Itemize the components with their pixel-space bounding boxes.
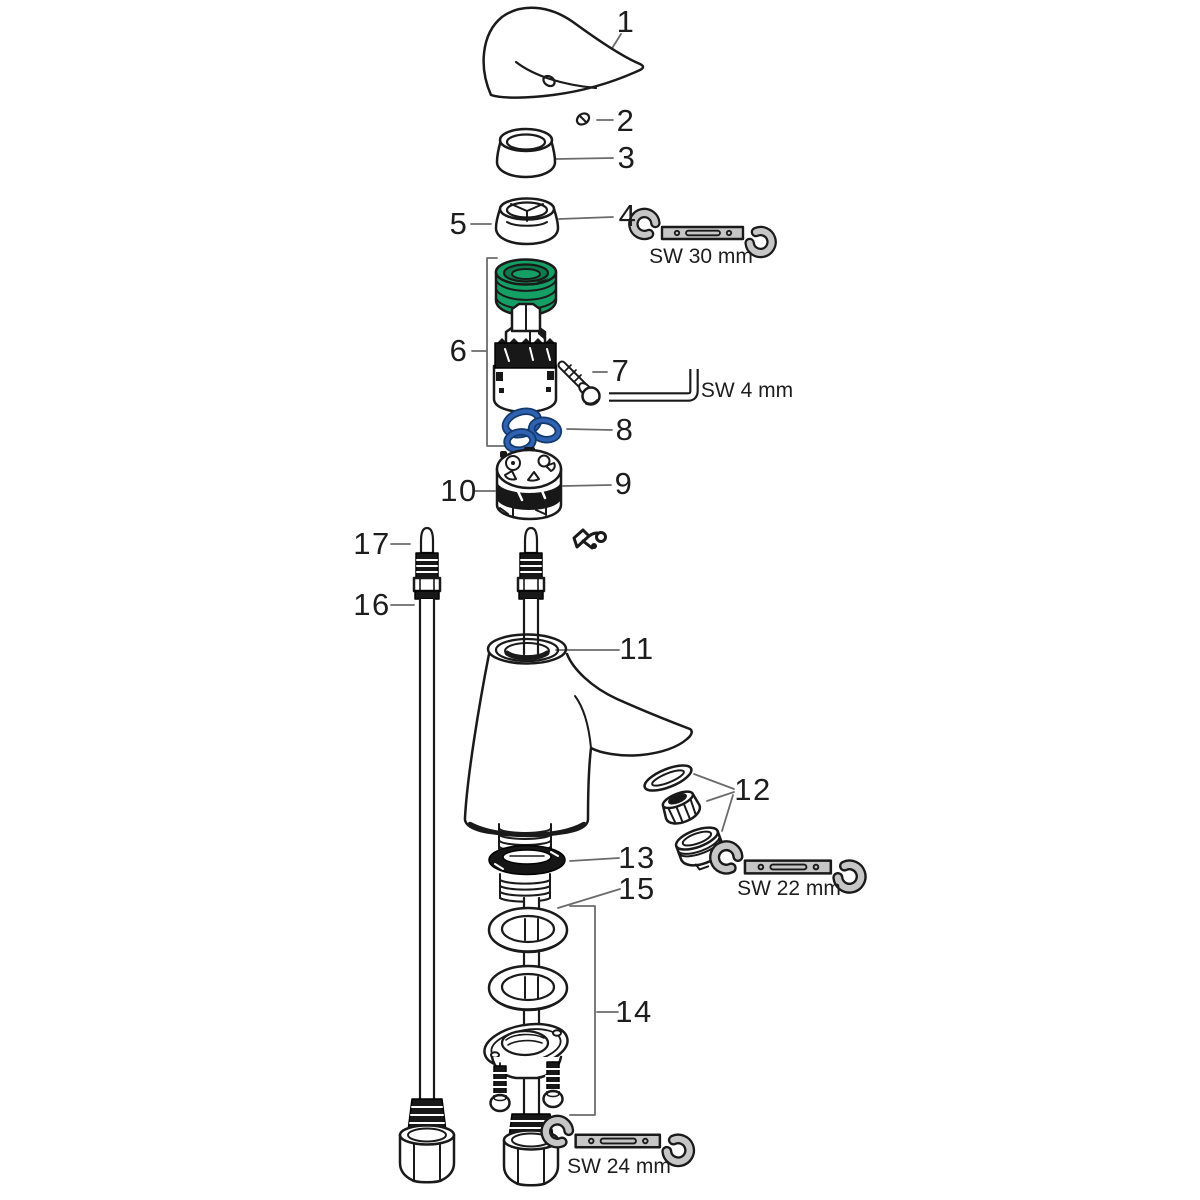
cartridge-nut-drawing — [494, 197, 560, 246]
callout-3: 3 — [617, 140, 637, 175]
tool-label-sw24: SW 24 mm — [567, 1155, 671, 1178]
tool-label-sw22: SW 22 mm — [737, 877, 841, 900]
callout-14: 14 — [615, 994, 653, 1029]
callout-12: 12 — [734, 772, 772, 807]
callout-15: 15 — [618, 871, 656, 906]
oring-set-drawing — [501, 407, 563, 454]
callout-13: 13 — [618, 840, 656, 875]
set-screw-drawing — [575, 112, 591, 126]
faucet-body-drawing — [463, 597, 693, 838]
center-hose-top-drawing — [516, 526, 546, 600]
callout-8: 8 — [615, 412, 635, 447]
screw-drawing — [557, 360, 601, 406]
callout-5: 5 — [449, 206, 469, 241]
cartridge-drawing — [492, 302, 558, 414]
allen-key-icon — [609, 369, 699, 402]
callout-1: 1 — [616, 4, 636, 39]
callout-9: 9 — [614, 466, 634, 501]
callout-2: 2 — [616, 103, 636, 138]
callout-7: 7 — [611, 353, 631, 388]
aerator-set-drawing — [643, 764, 725, 871]
callout-6: 6 — [449, 333, 469, 368]
tool-label-sw4: SW 4 mm — [700, 379, 794, 402]
cartridge-seal-drawing — [494, 258, 558, 317]
leader-lines — [390, 33, 735, 1116]
mounting-flange-drawing — [483, 1022, 569, 1113]
handle-ring-drawing — [495, 127, 557, 179]
shank-oring-drawing — [488, 823, 566, 903]
washer-top-drawing — [487, 906, 569, 954]
retaining-clip-drawing — [572, 528, 607, 550]
tool-label-sw30: SW 30 mm — [649, 245, 753, 268]
washer-bottom-drawing — [487, 964, 569, 1012]
callout-16: 16 — [353, 587, 391, 622]
handle-drawing — [482, 6, 645, 99]
callout-11: 11 — [619, 631, 655, 666]
flow-regulator-drawing — [495, 447, 563, 521]
callout-4: 4 — [618, 198, 638, 233]
callout-10: 10 — [440, 473, 478, 508]
supply-hose-drawing — [398, 526, 456, 1184]
callout-17: 17 — [353, 526, 391, 561]
